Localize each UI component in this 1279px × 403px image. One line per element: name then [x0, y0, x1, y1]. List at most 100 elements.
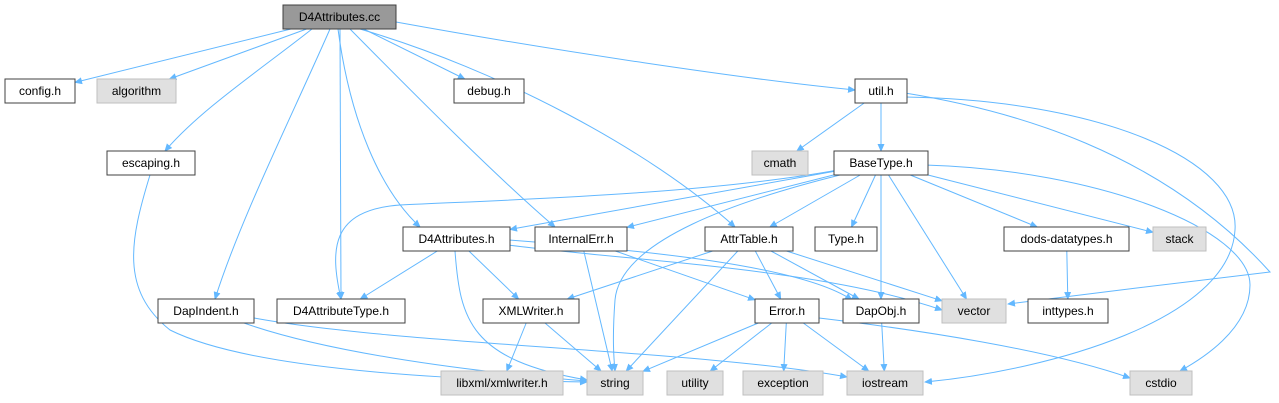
node-algorithm: algorithm	[96, 78, 177, 104]
edge-util_h-to-vector	[904, 92, 1272, 307]
node-dapindent_h[interactable]: DapIndent.h	[157, 298, 255, 324]
node-attrtable_h[interactable]: AttrTable.h	[704, 226, 794, 252]
edge-escaping_h-to-string	[133, 174, 588, 386]
node-label: util.h	[868, 84, 893, 98]
node-box	[754, 298, 820, 324]
node-box	[453, 78, 525, 104]
node-box	[1152, 226, 1207, 252]
edge-basetype_h-to-cstdio	[924, 164, 1251, 372]
node-box	[106, 150, 196, 176]
node-label: D4Attributes.cc	[299, 10, 380, 24]
edge-internalerr_h-to-error_h	[615, 250, 756, 301]
edge-basetype_h-to-string	[610, 174, 841, 372]
edge-basetype_h-to-vector	[888, 174, 968, 300]
node-label: debug.h	[467, 84, 510, 98]
edge-error_h-to-exception	[780, 322, 788, 372]
node-box	[842, 298, 920, 324]
node-internalerr_h[interactable]: InternalErr.h	[534, 226, 628, 252]
edge-attrtable_h-to-xmlwriter_h	[566, 250, 713, 301]
edge-d4attr_cc-to-escaping_h	[164, 28, 313, 152]
edge-basetype_h-to-type_h	[851, 174, 876, 228]
edge-error_h-to-utility	[709, 322, 773, 372]
node-box	[941, 298, 1007, 324]
edge-util_h-to-iostream	[904, 96, 1236, 385]
node-label: D4Attributes.h	[418, 232, 494, 246]
node-basetype_h[interactable]: BaseType.h	[833, 150, 929, 176]
node-label: BaseType.h	[849, 156, 912, 170]
node-box	[534, 226, 628, 252]
node-dapobj_h[interactable]: DapObj.h	[842, 298, 920, 324]
edge-xmlwriter_h-to-string	[544, 322, 602, 372]
node-label: Type.h	[828, 232, 864, 246]
edge-attrtable_h-to-dapobj_h	[770, 250, 860, 300]
node-label: Error.h	[769, 304, 805, 318]
node-config_h[interactable]: config.h	[4, 78, 76, 104]
node-label: DapIndent.h	[173, 304, 238, 318]
node-label: utility	[681, 376, 708, 390]
node-label: InternalErr.h	[548, 232, 613, 246]
node-vector: vector	[941, 298, 1007, 324]
node-label: stack	[1165, 232, 1194, 246]
node-label: string	[600, 376, 629, 390]
edge-basetype_h-to-d4attrtype_h	[335, 169, 839, 300]
node-label: cstdio	[1145, 376, 1177, 390]
edge-error_h-to-string	[642, 322, 759, 372]
node-label: XMLWriter.h	[499, 304, 564, 318]
node-exception: exception	[742, 370, 824, 396]
node-dodsdatatypes_h[interactable]: dods-datatypes.h	[1003, 226, 1130, 252]
node-iostream: iostream	[846, 370, 924, 396]
edge-d4attr_cc-to-d4attributes_h	[337, 28, 421, 228]
node-box	[704, 226, 794, 252]
edge-d4attr_cc-to-d4attrtype_h	[337, 28, 345, 300]
edge-d4attr_cc-to-internalerr_h	[349, 28, 556, 228]
node-d4attributes_h[interactable]: D4Attributes.h	[402, 226, 511, 252]
edge-error_h-to-iostream	[803, 322, 870, 372]
node-label: cmath	[764, 156, 797, 170]
node-box	[482, 298, 580, 324]
edge-basetype_h-to-d4attributes_h	[509, 170, 835, 232]
edge-d4attr_cc-to-attrtable_h	[359, 28, 736, 228]
node-box	[4, 78, 76, 104]
node-d4attr_cc[interactable]: D4Attributes.cc	[282, 4, 397, 30]
node-box	[666, 370, 724, 396]
node-label: D4AttributeType.h	[293, 304, 389, 318]
node-box	[586, 370, 644, 396]
edge-d4attr_cc-to-util_h	[395, 21, 856, 93]
node-box	[814, 226, 878, 252]
edge-d4attributes_h-to-d4attrtype_h	[359, 250, 438, 300]
edge-dapindent_h-to-iostream	[253, 317, 848, 380]
node-inttypes_h[interactable]: inttypes.h	[1027, 298, 1109, 324]
edge-d4attr_cc-to-dapindent_h	[213, 28, 331, 300]
node-error_h[interactable]: Error.h	[754, 298, 820, 324]
edge-d4attr_cc-to-algorithm	[168, 28, 307, 80]
node-libxml_h: libxml/xmlwriter.h	[440, 370, 564, 396]
edge-d4attr_cc-to-debug_h	[363, 28, 466, 80]
edge-d4attributes_h-to-xmlwriter_h	[468, 250, 520, 300]
edge-basetype_h-to-attrtable_h	[768, 174, 861, 228]
node-debug_h[interactable]: debug.h	[453, 78, 525, 104]
node-label: vector	[958, 304, 991, 318]
node-box	[157, 298, 255, 324]
node-box	[276, 298, 406, 324]
node-escaping_h[interactable]: escaping.h	[106, 150, 196, 176]
node-xmlwriter_h[interactable]: XMLWriter.h	[482, 298, 580, 324]
node-box	[1129, 370, 1193, 396]
node-utility: utility	[666, 370, 724, 396]
node-util_h[interactable]: util.h	[854, 78, 908, 104]
node-label: algorithm	[112, 84, 161, 98]
node-box	[751, 150, 809, 176]
edge-attrtable_h-to-vector	[786, 250, 943, 302]
node-box	[833, 150, 929, 176]
node-box	[402, 226, 511, 252]
node-box	[1027, 298, 1109, 324]
node-label: dods-datatypes.h	[1020, 232, 1112, 246]
edge-dodsdatatypes_h-to-inttypes_h	[1064, 250, 1072, 300]
node-label: config.h	[19, 84, 61, 98]
node-d4attrtype_h[interactable]: D4AttributeType.h	[276, 298, 406, 324]
node-string: string	[586, 370, 644, 396]
edge-basetype_h-to-stack	[927, 174, 1154, 234]
node-type_h[interactable]: Type.h	[814, 226, 878, 252]
node-label: exception	[757, 376, 808, 390]
